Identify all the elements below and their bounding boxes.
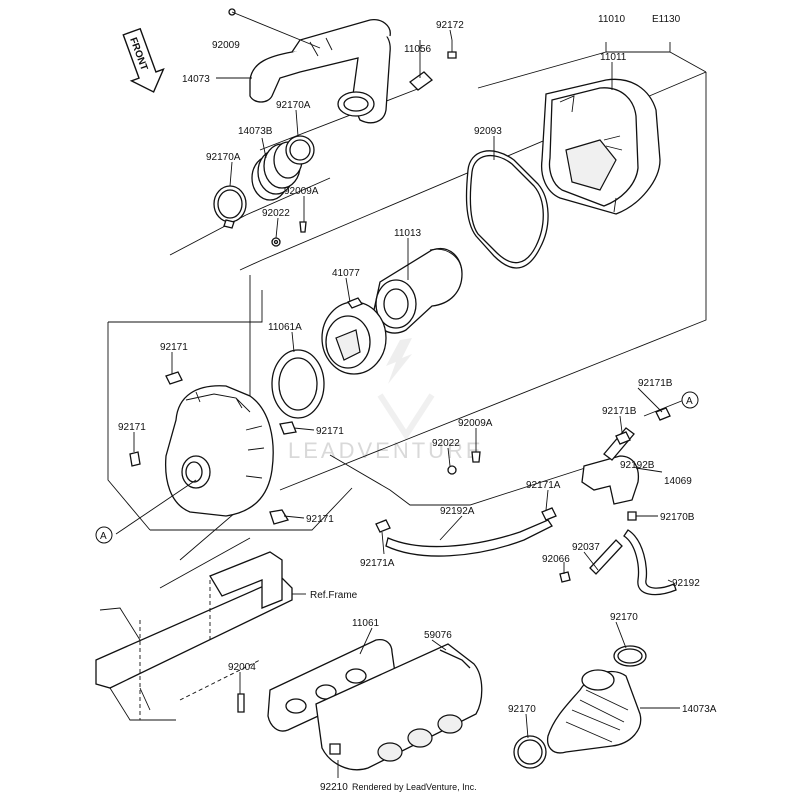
label-92009-top: 92009: [212, 40, 240, 51]
clip-92171-b: [129, 451, 141, 467]
label-92172: 92172: [436, 20, 464, 31]
label-92192A: 92192A: [440, 506, 475, 517]
washer-92022-upper: [271, 237, 281, 247]
hose-92192: [623, 529, 677, 596]
label-92170A-left: 92170A: [206, 152, 241, 163]
label-92171B-mid: 92171B: [602, 406, 637, 417]
label-59076: 59076: [424, 630, 452, 641]
front-arrow-icon: FRONT: [122, 27, 165, 93]
clip-92171-d: [269, 509, 289, 525]
label-92171-d: 92171: [306, 514, 334, 525]
label-92170B: 92170B: [660, 512, 695, 523]
label-92170-right: 92170: [610, 612, 638, 623]
group-boundary-lines: [107, 42, 707, 589]
label-92192B: 92192B: [620, 460, 655, 471]
label-11056: 11056: [404, 44, 432, 55]
label-92210: 92210: [320, 782, 348, 793]
callout-a-left: A: [95, 526, 113, 544]
footer-credit: Rendered by LeadVenture, Inc.: [352, 782, 477, 792]
clip-11056: [408, 71, 434, 91]
label-92022-upper: 92022: [262, 208, 290, 219]
washer-92022-lower: [447, 465, 457, 475]
ref-frame-label: Ref.Frame: [310, 590, 358, 601]
clip-92171B-mid: [615, 431, 631, 445]
nut-92210: [329, 743, 341, 755]
clamp-92170A-left: [213, 185, 247, 229]
part-labels: 92009 14073 92172 11056 11010 11011 9217…: [118, 14, 717, 793]
label-11061A: 11061A: [268, 322, 302, 333]
frame-bracket: [95, 551, 306, 721]
svg-text:A: A: [686, 396, 693, 407]
fitting-14069: [581, 455, 640, 505]
clip-92171A-right: [541, 507, 557, 521]
label-92009A-upper: 92009A: [284, 186, 319, 197]
label-14073B: 14073B: [238, 126, 273, 137]
clip-92171-c: [279, 421, 297, 435]
callout-a-right: A: [681, 391, 699, 409]
label-11011: 11011: [600, 52, 627, 63]
bolt-92009-top: [228, 8, 321, 49]
label-92171B-top: 92171B: [638, 378, 673, 389]
label-92171-b: 92171: [118, 422, 146, 433]
diagram-code: E1130: [652, 14, 681, 25]
leader-lines: [115, 29, 685, 778]
pipe-92037: [589, 539, 623, 575]
hose-92192A: [385, 519, 553, 557]
filter-11013: [373, 248, 463, 334]
part-41077: [321, 297, 387, 375]
clip-92171B-top: [655, 407, 671, 421]
airbox-cover-11011: [540, 78, 661, 215]
label-11061: 11061: [352, 618, 380, 629]
label-14073A: 14073A: [682, 704, 717, 715]
label-14069: 14069: [664, 476, 692, 487]
label-92093: 92093: [474, 126, 502, 137]
label-92009A-lower: 92009A: [458, 418, 493, 429]
label-11010: 11010: [598, 14, 626, 25]
bolt-92009A-upper: [299, 221, 307, 233]
clip-92171A-left: [375, 519, 391, 533]
label-92171-c: 92171: [316, 426, 344, 437]
screw-92172: [447, 40, 457, 59]
bolt-92009A-lower: [471, 451, 481, 463]
label-92022-lower: 92022: [432, 438, 460, 449]
svg-text:A: A: [100, 531, 107, 542]
label-92171A-left: 92171A: [360, 558, 395, 569]
label-92037: 92037: [572, 542, 600, 553]
label-92170-bottom: 92170: [508, 704, 536, 715]
label-92066: 92066: [542, 554, 570, 565]
manifold-59076: [315, 643, 483, 771]
gasket-11061A: [271, 349, 325, 419]
label-11013: 11013: [394, 228, 422, 239]
clamp-92170A-upper: [285, 135, 315, 165]
clip-92171-a: [165, 371, 183, 385]
clamp-92170B: [627, 511, 637, 521]
label-41077: 41077: [332, 268, 360, 279]
label-14073: 14073: [182, 74, 210, 85]
label-92170A-upper: 92170A: [276, 100, 311, 111]
clamp-92170-bottom: [513, 735, 547, 769]
label-92171A-right: 92171A: [526, 480, 561, 491]
label-92192: 92192: [672, 578, 700, 589]
duct-14073A: [546, 669, 642, 754]
clamp-92170-right: [613, 645, 647, 667]
clip-92066: [559, 571, 571, 583]
hose-92192B: [603, 427, 635, 461]
label-92004: 92004: [228, 662, 256, 673]
label-92171-a: 92171: [160, 342, 188, 353]
watermark-logo: [377, 338, 435, 441]
stud-92004: [237, 693, 245, 713]
duct-14073: [249, 19, 391, 124]
airbox-housing: [164, 385, 274, 517]
